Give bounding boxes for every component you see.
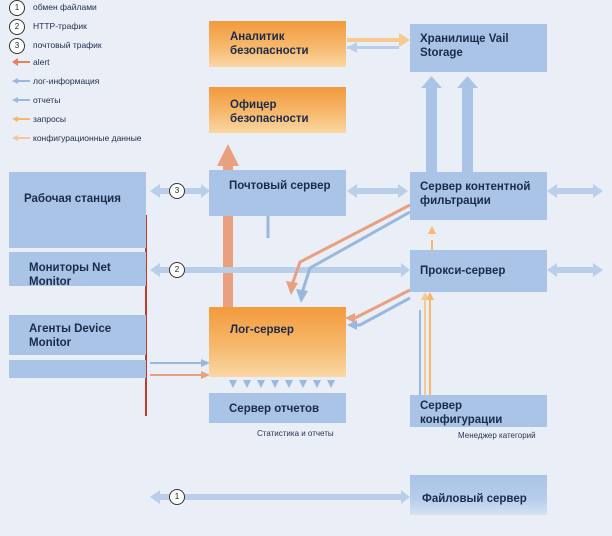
device-monitor-node: Агенты Device Monitor (9, 315, 146, 355)
report-server-label: Сервер отчетов (229, 403, 320, 415)
device-monitor-label: Агенты Device Monitor (29, 323, 112, 349)
legend-marker-2: 2 (9, 19, 25, 35)
legend-label-requests: запросы (33, 114, 67, 124)
config-server-node: Сервер конфигурации (410, 395, 547, 427)
analyst-node: Аналитик безопасности (209, 21, 346, 67)
filter-to-log-arrows (286, 203, 411, 303)
storage-label: Хранилище Vail Storage (420, 33, 509, 59)
legend-alert-arrow (12, 58, 30, 66)
workstation-node: Рабочая станция (9, 172, 146, 248)
config-to-proxy-arrows (419, 226, 436, 395)
file-server-node: Файловый сервер (410, 475, 547, 515)
legend-requests-arrow (12, 116, 30, 122)
mail-server-label: Почтовый сервер (229, 180, 331, 192)
legend-marker-1: 1 (9, 0, 25, 16)
log-server-label: Лог-сервер (230, 324, 294, 336)
officer-label: Офицер безопасности (230, 99, 309, 125)
net-monitor-label: Мониторы Net Monitor (29, 262, 111, 288)
storage-node: Хранилище Vail Storage (410, 24, 547, 72)
legend-marker-3: 3 (9, 38, 25, 54)
http-traffic-marker: 2 (169, 262, 185, 278)
proxy-to-log-arrows (345, 288, 411, 330)
legend-label-log: лог-информация (33, 76, 100, 86)
workstation-label: Рабочая станция (24, 193, 121, 205)
mail-traffic-marker: 3 (169, 183, 185, 199)
legend-label-reports: отчеты (33, 95, 61, 105)
log-to-report-arrows (229, 380, 335, 388)
log-server-node: Лог-сервер (209, 307, 346, 377)
analyst-label: Аналитик безопасности (230, 31, 309, 57)
config-server-caption: Менеджер категорий (458, 431, 536, 440)
report-server-node: Сервер отчетов (209, 393, 346, 423)
config-server-label: Сервер конфигурации (420, 400, 503, 426)
legend-label-files: обмен файлами (33, 2, 97, 12)
file-traffic-arrows (150, 490, 410, 504)
proxy-server-node: Прокси-сервер (410, 250, 547, 292)
agents-extra-bar (9, 360, 146, 378)
filter-server-label: Сервер контентной фильтрации (420, 181, 531, 207)
legend-config-arrow (12, 135, 30, 141)
log-to-officer-alert-arrow (217, 144, 239, 307)
legend-label-alert: alert (33, 57, 50, 67)
filter-to-storage-arrows (421, 76, 478, 172)
filter-server-node: Сервер контентной фильтрации (410, 172, 547, 220)
legend-label-http: HTTP-трафик (33, 21, 87, 31)
legend-reports-arrow (12, 97, 30, 103)
proxy-server-label: Прокси-сервер (420, 265, 506, 277)
file-server-label: Файловый сервер (422, 493, 527, 505)
legend-label-mail: почтовый трафик (33, 40, 102, 50)
net-monitor-node: Мониторы Net Monitor (9, 252, 146, 288)
file-traffic-marker: 1 (169, 489, 185, 505)
mail-server-node: Почтовый сервер (209, 170, 346, 216)
analyst-to-storage-arrow (347, 33, 410, 53)
report-server-caption: Статистика и отчеты (257, 429, 334, 438)
http-traffic-arrows (150, 263, 603, 277)
legend-label-config: конфигурационные данные (33, 133, 142, 143)
legend-log-arrow (12, 78, 30, 84)
legend-arrows (12, 58, 30, 141)
officer-node: Офицер безопасности (209, 87, 346, 133)
agents-to-log-arrows (150, 359, 210, 379)
